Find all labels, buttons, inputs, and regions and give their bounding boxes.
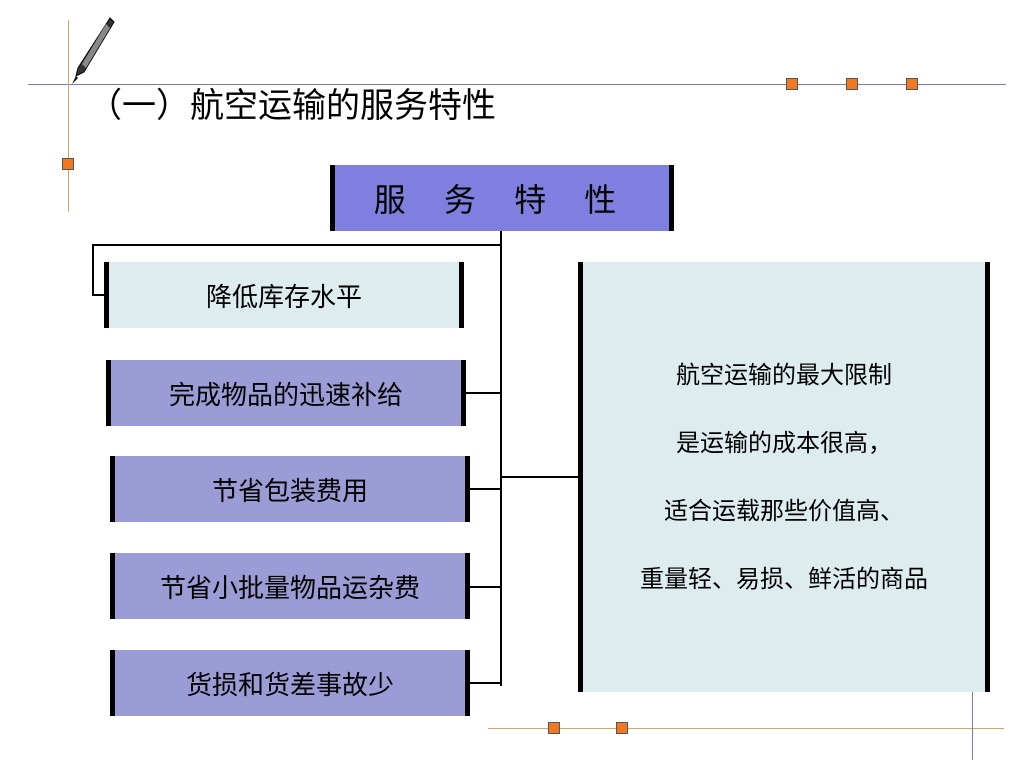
panel-line-2: 是运输的成本很高， [676, 429, 892, 457]
panel-line-1: 航空运输的最大限制 [676, 361, 892, 389]
item-rapid-replenishment: 完成物品的迅速补给 [106, 360, 466, 426]
item-save-packaging: 节省包装费用 [110, 456, 470, 522]
connector-left-v [92, 244, 94, 296]
connector-to-panel [500, 476, 580, 478]
deco-square-4 [62, 158, 74, 170]
limitation-panel: 航空运输的最大限制 是运输的成本很高， 适合运载那些价值高、 重量轻、易损、鲜活… [578, 262, 990, 692]
connector-item-5 [470, 682, 501, 684]
connector-left-stub [92, 294, 106, 296]
deco-square-1 [786, 78, 798, 90]
item-reduce-inventory: 降低库存水平 [104, 262, 464, 328]
slide-title: （一）航空运输的服务特性 [88, 86, 496, 126]
bottom-right-rule [972, 684, 973, 760]
deco-square-3 [906, 78, 918, 90]
item-fewer-damage-incidents: 货损和货差事故少 [110, 650, 470, 716]
connector-item-4 [470, 586, 501, 588]
pen-icon [72, 17, 115, 84]
panel-line-3: 适合运载那些价值高、 [664, 497, 904, 525]
deco-square-6 [616, 722, 628, 734]
header-box: 服 务 特 性 [330, 165, 674, 231]
deco-square-5 [548, 722, 560, 734]
left-accent-line [68, 20, 69, 212]
connector-trunk [500, 231, 502, 686]
panel-line-4: 重量轻、易损、鲜活的商品 [640, 565, 928, 593]
bottom-accent-line [488, 728, 1004, 729]
connector-item-2 [464, 392, 501, 394]
deco-square-2 [846, 78, 858, 90]
connector-top-h [92, 244, 501, 246]
connector-item-3 [470, 488, 501, 490]
item-save-small-batch-fees: 节省小批量物品运杂费 [110, 553, 470, 619]
top-rule [28, 84, 1006, 85]
